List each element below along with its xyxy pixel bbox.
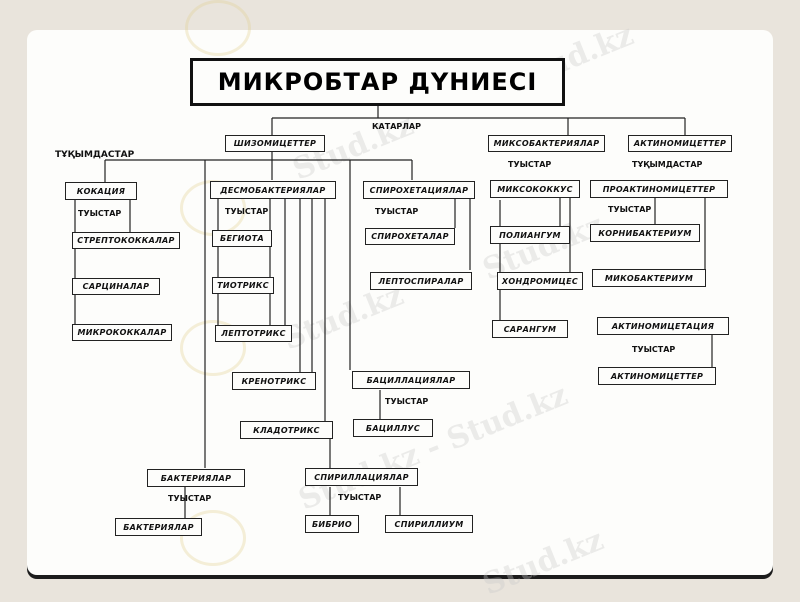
node-bibrio: БИБРИО [305,515,359,533]
node-spiroxetaciyalar: СПИРОХЕТАЦИЯЛАР [363,181,475,199]
node-spirillum: СПИРИЛЛИУМ [385,515,473,533]
label-tystar-bakteria: ТУЫСТАР [168,494,212,503]
node-sarcinalar: САРЦИНАЛАР [72,278,160,295]
node-kornibakterium: КОРНИБАКТЕРИУМ [590,224,700,242]
label-tystar-spirill: ТУЫСТАР [338,493,382,502]
node-shizomicetter: ШИЗОМИЦЕТТЕР [225,135,325,152]
label-tystar-proaktino: ТУЫСТАР [608,205,652,214]
node-sarangum: САРАНГУМ [492,320,568,338]
label-kataralar: КАТАРЛАР [372,122,421,131]
node-mikobakteriyalar: МИКСОБАКТЕРИЯЛАР [488,135,605,152]
label-tystar-aktinomic: ТУЫСТАР [632,345,676,354]
node-desmobakteriyalar: ДЕСМОБАКТЕРИЯЛАР [210,181,336,199]
node-aktinomicetter: АКТИНОМИЦЕТТЕР [598,367,716,385]
node-poliangum: ПОЛИАНГУМ [490,226,570,244]
node-spiroxetalar: СПИРОХЕТАЛАР [365,228,455,245]
label-tukymdastar: ТҰҚЫМДАСТАР [55,150,135,160]
node-tiotriks: ТИОТРИКС [212,277,274,294]
node-proaktinomicetter: ПРОАКТИНОМИЦЕТТЕР [590,180,728,198]
node-leptotriks: ЛЕПТОТРИКС [215,325,292,342]
node-aktinomicetaciya: АКТИНОМИЦЕТАЦИЯ [597,317,729,335]
node-bacillaciyalar: БАЦИЛЛАЦИЯЛАР [352,371,470,389]
node-kladotriks: КЛАДОТРИКС [240,421,333,439]
label-tystar-mikso: ТУЫСТАР [508,160,552,169]
label-tystar-kokacia: ТУЫСТАР [78,209,122,218]
node-kokacia: КОКАЦИЯ [65,182,137,200]
node-mikobakterium: МИКОБАКТЕРИУМ [592,269,706,287]
node-bacillyus: БАЦИЛЛУС [353,419,433,437]
node-aktinomicetter-top: АКТИНОМИЦЕТТЕР [628,135,732,152]
node-begiota: БЕГИОТА [212,230,272,247]
node-krenotriks: КРЕНОТРИКС [232,372,316,390]
label-tystar-spiroxeta: ТУЫСТАР [375,207,419,216]
node-leptospiralar: ЛЕПТОСПИРАЛАР [370,272,472,290]
node-xondromices: ХОНДРОМИЦЕС [497,272,583,290]
node-streptokokkalar: СТРЕПТОКОККАЛАР [72,232,180,249]
node-bakteriyalar-genus: БАКТЕРИЯЛАР [115,518,202,536]
label-tystar-bacill: ТУЫСТАР [385,397,429,406]
node-miksokokkus: МИКСОКОККУС [490,180,580,198]
node-bakteriyalar-family: БАКТЕРИЯЛАР [147,469,245,487]
label-tystar-desmo: ТУЫСТАР [225,207,269,216]
node-spirillaciyalar: СПИРИЛЛАЦИЯЛАР [305,468,418,486]
node-mikrokokkalar: МИКРОКОККАЛАР [72,324,172,341]
label-tukymdastar-aktino: ТҰҚЫМДАСТАР [632,160,703,169]
page-title: МИКРОБТАР ДҮНИЕСІ [190,58,565,106]
